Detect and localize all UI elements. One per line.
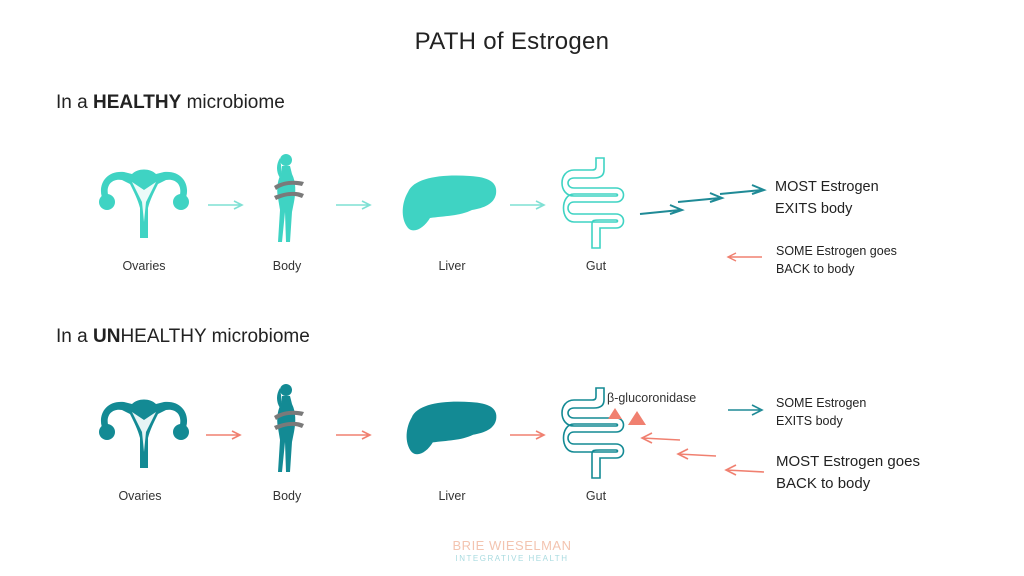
stage-label-body: Body [272,259,302,273]
exit-arrows-icon [639,184,767,215]
stage-label-gut: Gut [585,259,607,273]
exit-arrow-icon [728,404,764,416]
enzyme-triangles-icon [608,408,646,425]
body-icon [274,384,304,472]
page-title: PATH of Estrogen [414,28,610,55]
stage-label-ovaries: Ovaries [118,489,162,503]
note-line: SOME Estrogen goes [776,244,897,258]
note-line: MOST Estrogen goes [776,453,920,470]
liver-icon [406,401,497,455]
stage-label-gut: Gut [585,489,607,503]
body-icon [274,154,304,242]
healthy-heading: In a HEALTHY microbiome [56,92,285,114]
return-arrows-icon [640,432,765,476]
healthy-exit-note: MOST Estrogen EXITS body [775,176,879,220]
uterus-icon [99,399,189,468]
stage-label-liver: Liver [438,489,466,503]
note-line: BACK to body [776,262,855,276]
heading-suffix: microbiome [181,92,285,113]
intestine-icon [561,157,625,249]
note-line: MOST Estrogen [775,179,879,195]
arrow-icon [208,200,244,210]
arrow-icon [206,430,242,440]
unhealthy-back-note: MOST Estrogen goes BACK to body [776,451,920,495]
arrow-icon [510,200,546,210]
stage-label-liver: Liver [438,259,466,273]
enzyme-label: β-glucoronidase [607,391,697,405]
return-arrow-icon [726,252,762,262]
healthy-back-note: SOME Estrogen goes BACK to body [776,242,897,278]
note-line: SOME Estrogen [776,396,867,410]
arrow-icon [510,430,546,440]
brand-tagline: INTEGRATIVE HEALTH [455,554,569,563]
heading-prefix: In a [56,326,93,347]
unhealthy-heading: In a UNHEALTHY microbiome [56,326,310,348]
arrow-icon [336,200,372,210]
intestine-icon [561,387,625,479]
heading-prefix: In a [56,92,93,113]
note-line: EXITS body [776,414,843,428]
heading-bold: UN [92,326,121,347]
heading-bold: HEALTHY [92,92,182,113]
liver-icon [402,175,497,231]
stage-label-body: Body [272,489,302,503]
arrow-icon [336,430,372,440]
note-line: EXITS body [775,201,853,217]
unhealthy-exit-note: SOME Estrogen EXITS body [776,394,866,430]
note-line: BACK to body [776,475,871,492]
brand-name: BRIE WIESELMAN [452,538,572,553]
heading-suffix: HEALTHY microbiome [120,326,310,347]
uterus-icon [99,169,189,238]
stage-label-ovaries: Ovaries [122,259,166,273]
